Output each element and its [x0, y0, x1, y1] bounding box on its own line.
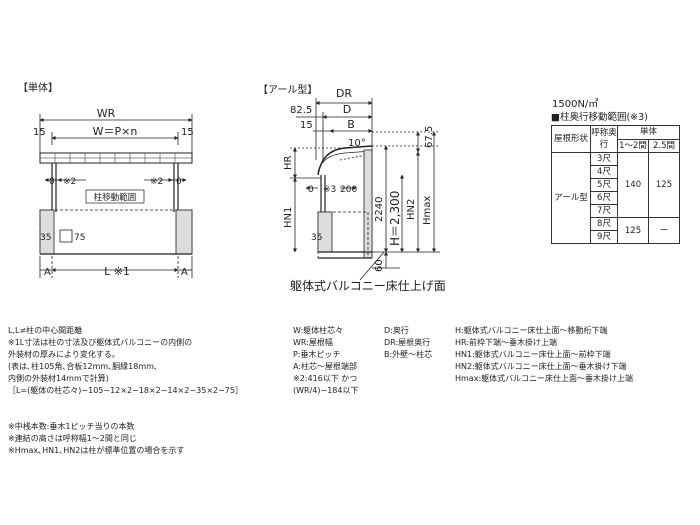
dim-75-single: 75 [74, 233, 85, 243]
note-line: P:垂木ピッチ [293, 350, 341, 359]
hr-label: HR [283, 155, 294, 170]
section-arch-title: 【アール型】 [258, 83, 317, 96]
d-label: D [343, 103, 351, 116]
h-formula-label: H＝2,300 [388, 191, 402, 246]
post-range-box [85, 189, 145, 204]
floor-label: 躯体式バルコニー床仕上げ面 [290, 278, 446, 293]
roof-rafters [54, 153, 176, 163]
note-line: ※2:416以下 かつ [293, 374, 358, 383]
dim-35-single: 35 [40, 233, 51, 243]
note-line: DR:屋根奥行 [384, 338, 431, 347]
wr-label: WR [97, 107, 116, 120]
dim-67-5: 67.5 [424, 126, 435, 148]
b-label: B [347, 118, 355, 131]
note-line: HN1:躯体式バルコニー床仕上面〜前枠下端 [455, 350, 611, 359]
note-line: (表は､柱105角､合板12mm､胴縁18mm､ [8, 362, 158, 371]
dim-15-right: 15 [181, 127, 194, 138]
table-title: ■柱奥行移動範囲(※3) [551, 111, 648, 123]
value-cell: 140 [617, 152, 649, 218]
w-formula-label: W＝P×n [93, 125, 138, 138]
right-zero-label: 0 [176, 177, 182, 187]
dim-2240: 2240 [374, 197, 385, 222]
header-shape: 屋根形状 [551, 125, 591, 153]
note-line: W:躯体柱芯々 [293, 326, 344, 335]
note-line: H:躯体式バルコニー床仕上面〜移動桁下端 [455, 326, 608, 335]
note-line: HR:前枠下端〜垂木掛け上端 [455, 338, 558, 347]
note-line: ※連結の高さは呼称幅1〜2間と同じ [8, 434, 137, 443]
depth-cell: 7尺 [590, 204, 618, 218]
left-zero-label: 0 [49, 177, 55, 187]
load-label: 1500N/㎡ [552, 98, 598, 110]
notes-column-4: H:躯体式バルコニー床仕上面〜移動桁下端 HR:前枠下端〜垂木掛け上端 HN1:… [455, 325, 633, 385]
header-depth: 呼称奥行 [590, 125, 618, 153]
single-front-view [39, 114, 193, 278]
depth-cell: 3尺 [590, 152, 618, 166]
dim-15-arch: 15 [300, 120, 313, 131]
depth-cell: 6尺 [590, 191, 618, 205]
note-line: D:奥行 [384, 326, 409, 335]
hn2-label: HN2 [406, 199, 417, 220]
hn1-label: HN1 [283, 207, 294, 228]
depth-cell: 5尺 [590, 178, 618, 192]
arch-zero-label: 0 [308, 185, 314, 195]
marker-a-left: A [44, 267, 51, 278]
type-cell: アール型 [551, 152, 591, 244]
notes-column-2: W:躯体柱芯々 WR:屋根幅 P:垂木ピッチ A:柱芯〜屋根端部 ※2:416以… [293, 325, 358, 397]
dim-15-left: 15 [33, 127, 46, 138]
hmax-label: Hmax [422, 196, 433, 225]
post-range-table: 屋根形状 呼称奥行 単体 1〜2間 2.5間 アール型 3尺 140 125 4… [551, 125, 680, 244]
dim-35-arch: 35 [311, 233, 322, 243]
header-span2: 2.5間 [648, 138, 680, 153]
left-note-label: ※2 [63, 177, 76, 187]
note-line: ※中桟本数:垂木1ピッチ当りの本数 [8, 422, 135, 431]
value-cell: 125 [648, 152, 680, 218]
note-line: ［L=(躯体の柱芯々)−105−12×2−18×2−14×2−35×2−75］ [8, 386, 243, 395]
depth-cell: 4尺 [590, 165, 618, 179]
marker-a-right: A [181, 267, 188, 278]
dim-200-label: 200 [340, 185, 357, 195]
value-cell: ー [648, 217, 680, 244]
right-note-label: ※2 [150, 177, 163, 187]
post-range-label: 柱移動範囲 [94, 192, 137, 203]
note-line: L,L≠柱の中心間距離 [8, 326, 83, 335]
note-line: ※Hmax､HN1､HN2は柱が標準位置の場合を示す [8, 446, 185, 455]
depth-cell: 8尺 [590, 217, 618, 231]
section-single-title: 【単体】 [18, 81, 58, 94]
note-line: A:柱芯〜屋根端部 [293, 362, 358, 371]
angle-label: 10° [348, 138, 366, 149]
depth-cell: 9尺 [590, 230, 618, 244]
note-line: (WR/4)−184以下 [293, 386, 359, 395]
header-single: 単体 [617, 125, 680, 140]
dim-60: 60 [374, 259, 385, 272]
note-line: 外装材の厚みにより変化する。 [8, 350, 120, 359]
arch-side-view [290, 98, 440, 281]
notes-column-1: L,L≠柱の中心間距離 ※1L寸法は柱の寸法及び躯体式バルコニーの内側の 外装材… [8, 325, 243, 397]
note-line: 内側の外装材14mmで計算) [8, 374, 109, 383]
l-label: L ※1 [104, 265, 130, 278]
note-line: ※1L寸法は柱の寸法及び躯体式バルコニーの内側の [8, 338, 193, 347]
dr-label: DR [336, 87, 352, 100]
notes-column-1b: ※中桟本数:垂木1ピッチ当りの本数 ※連結の高さは呼称幅1〜2間と同じ ※Hma… [8, 421, 184, 457]
notes-column-3: D:奥行 DR:屋根奥行 B:外壁〜柱芯 [384, 325, 432, 361]
value-cell: 125 [617, 217, 649, 244]
dim-82-5: 82.5 [290, 105, 312, 116]
arch-note3-label: ※3 [323, 185, 336, 195]
note-line: HN2:躯体式バルコニー床仕上面〜垂木掛け下端 [455, 362, 627, 371]
note-line: Hmax:躯体式バルコニー床仕上面〜垂木掛け上端 [455, 374, 633, 383]
note-line: WR:屋根幅 [293, 338, 333, 347]
note-line: B:外壁〜柱芯 [384, 350, 433, 359]
header-span1: 1〜2間 [617, 138, 649, 153]
